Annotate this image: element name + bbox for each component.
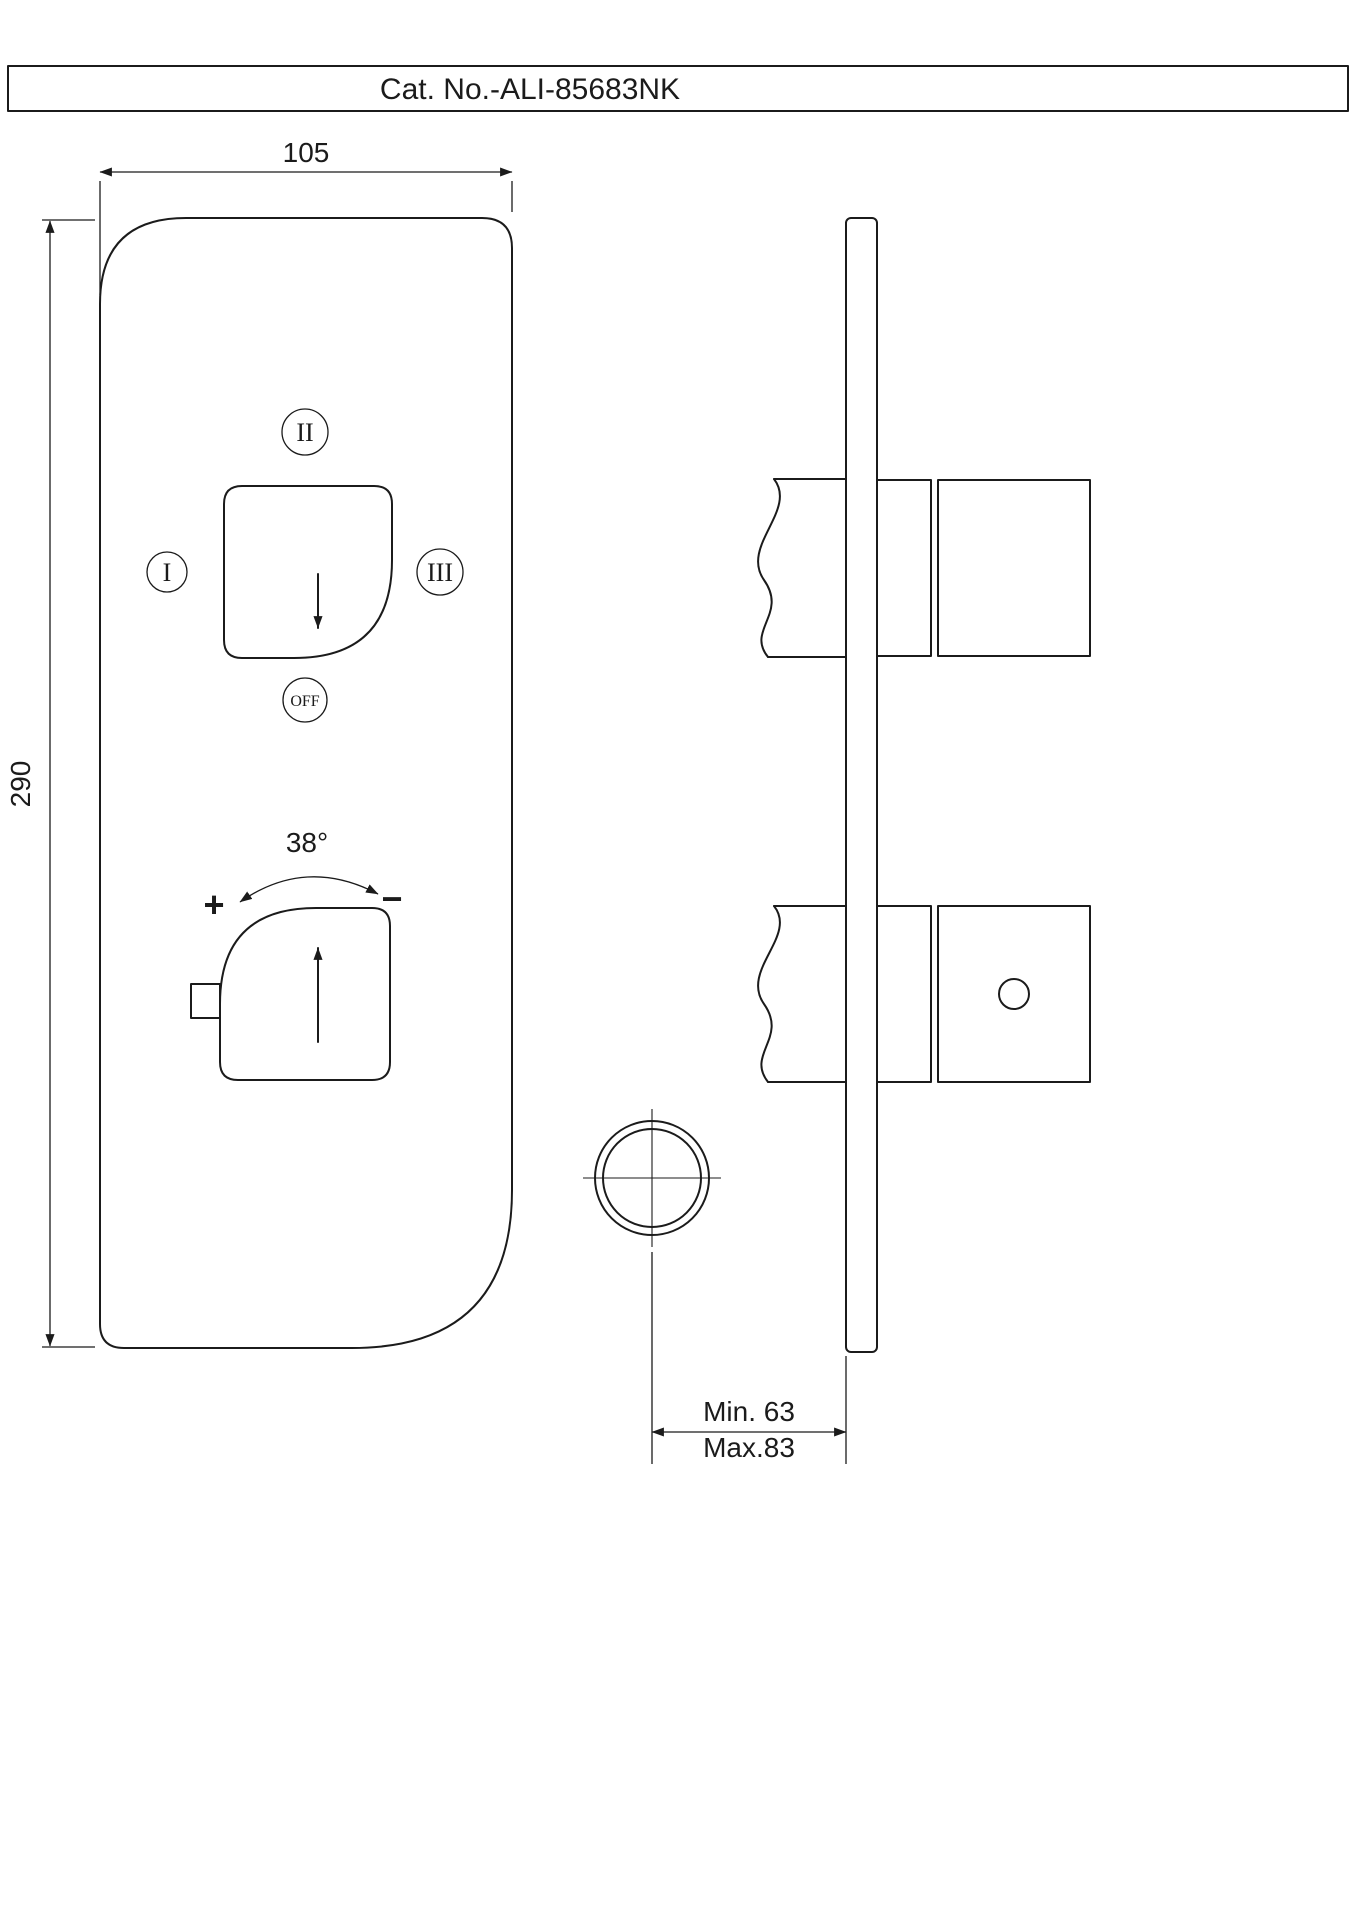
width-dim-value: 105 xyxy=(283,137,330,168)
rotation-angle-value: 38° xyxy=(286,827,328,858)
position-circle-i xyxy=(146,551,188,593)
wall-plate-edge xyxy=(845,217,878,1353)
catalog-number-label: Cat. No.-ALI-85683NK xyxy=(380,73,680,106)
lower-trim-collar xyxy=(876,905,932,1083)
pipe-cross-section xyxy=(583,1109,721,1247)
upper-trim-collar xyxy=(876,479,932,657)
hot-plus-label: + xyxy=(203,884,224,925)
cold-minus-label: − xyxy=(381,878,402,919)
title-block-border xyxy=(7,65,1349,112)
lower-handle-side xyxy=(937,905,1091,1083)
face-plate-outline xyxy=(99,217,513,1349)
front-view: II I III OFF 38° + − xyxy=(99,217,513,1349)
height-dimension: 290 xyxy=(5,219,95,1348)
diverter-position-off: OFF xyxy=(282,677,328,723)
diverter-knob xyxy=(223,485,393,659)
depth-max-value: Max.83 xyxy=(703,1432,795,1463)
position-label-ii: II xyxy=(296,418,313,447)
depth-dimension: Min. 63 Max.83 xyxy=(651,1252,847,1464)
position-label-i: I xyxy=(163,558,172,587)
title-block: Cat. No.-ALI-85683NK xyxy=(7,65,1349,112)
temperature-knob-tab xyxy=(190,983,221,1019)
position-circle-iii xyxy=(416,548,464,596)
upper-valve-body xyxy=(757,478,847,658)
upper-body-break-line xyxy=(757,478,781,658)
rotation-arc-left-arrow-icon xyxy=(239,876,308,903)
height-dim-value: 290 xyxy=(5,761,36,808)
position-circle-off xyxy=(282,677,328,723)
lower-valve-body xyxy=(757,905,847,1083)
diverter-position-left: I xyxy=(146,551,188,593)
width-dimension: 105 xyxy=(99,137,513,295)
diverter-position-right: III xyxy=(416,548,464,596)
temperature-rotation-annotation: 38° + − xyxy=(203,827,402,925)
temperature-knob xyxy=(219,907,391,1081)
side-view xyxy=(583,217,1091,1353)
upper-handle-side xyxy=(937,479,1091,657)
position-circle-ii xyxy=(281,408,329,456)
position-label-off: OFF xyxy=(290,693,319,710)
position-label-iii: III xyxy=(427,558,453,587)
lower-body-break-line xyxy=(757,905,781,1083)
handle-screw-hole xyxy=(998,978,1030,1010)
rotation-arc-right-arrow-icon xyxy=(307,876,379,895)
depth-min-value: Min. 63 xyxy=(703,1396,795,1427)
diverter-position-top: II xyxy=(281,408,329,456)
